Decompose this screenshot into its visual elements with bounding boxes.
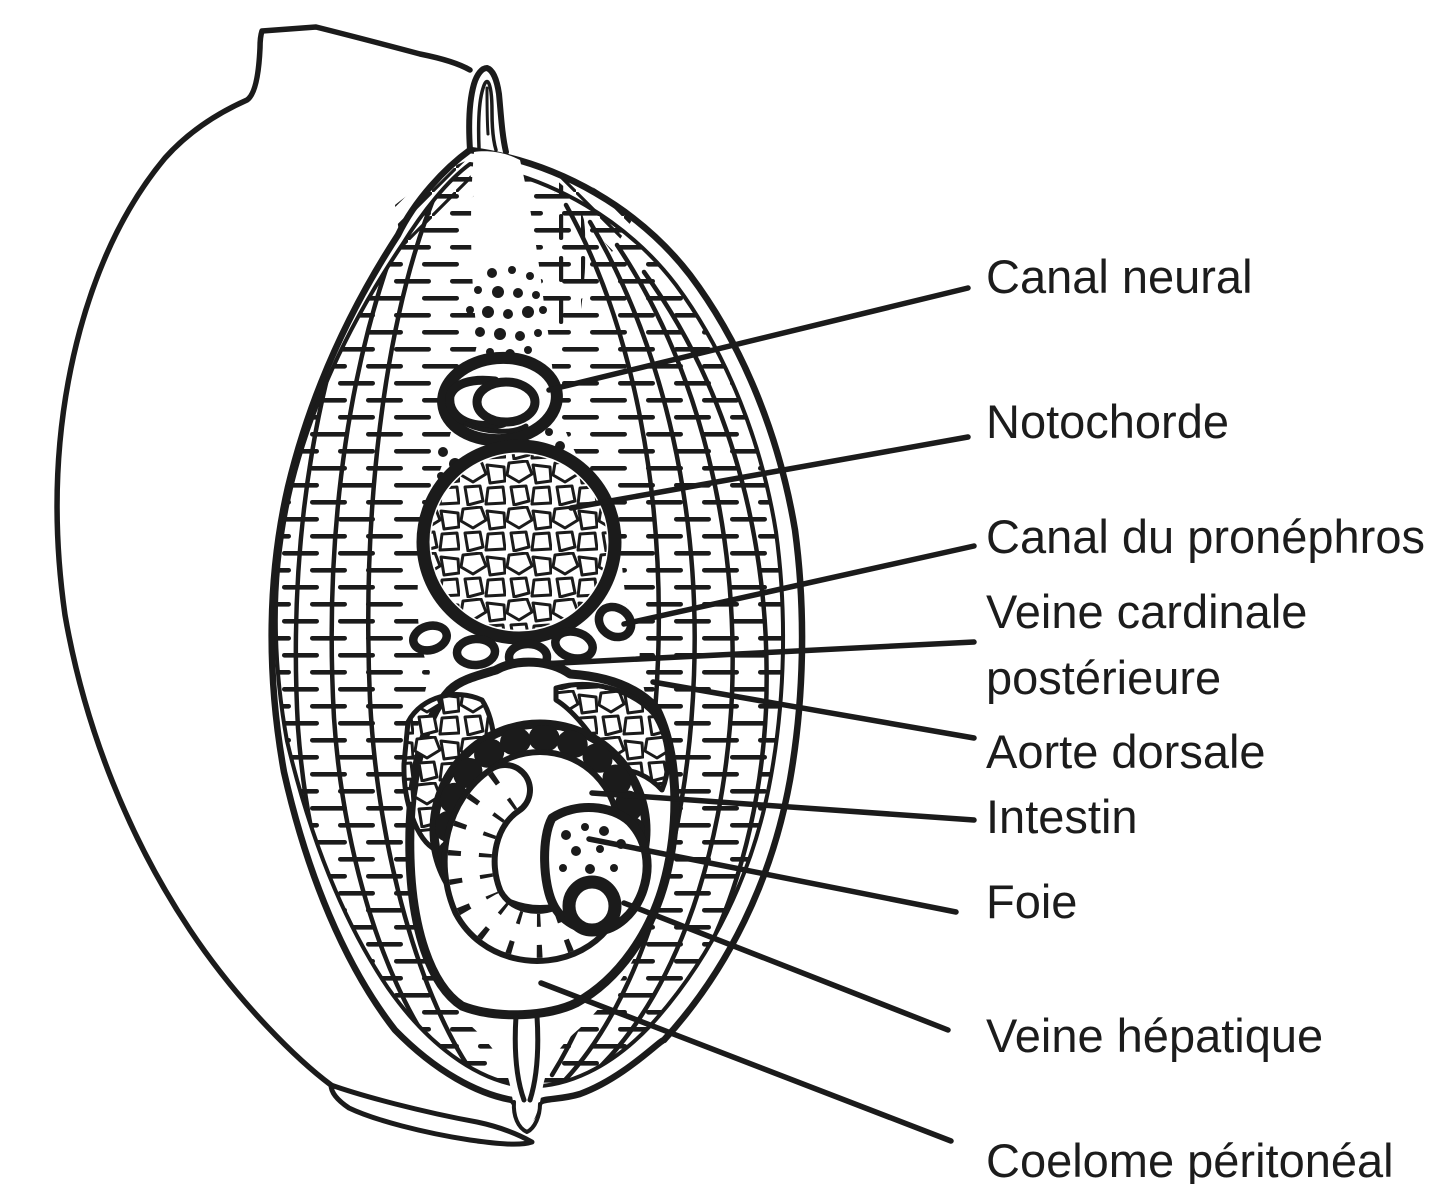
label-aorte-dorsale: Aorte dorsale	[986, 725, 1266, 778]
pronephric-duct-right	[594, 602, 636, 642]
leader-aorte-dorsale	[650, 679, 977, 741]
ventral-fin-fold	[511, 1100, 542, 1134]
label-veine-hepatique: Veine hépatique	[986, 1009, 1324, 1062]
label-intestin: Intestin	[986, 790, 1138, 843]
label-veine-cardinale-posterieure: Veine cardinale postérieure	[986, 585, 1308, 704]
leader-veine-hepatique	[621, 900, 951, 1033]
liver-dots	[559, 823, 626, 892]
embryo-outer-outline	[54, 24, 535, 1147]
dorsal-fin-fold	[466, 65, 509, 155]
leader-intestin	[589, 790, 977, 823]
label-notochorde: Notochorde	[986, 395, 1229, 448]
leader-veine-cardinale-posterieure	[537, 639, 977, 667]
yolk-tray-outline	[328, 1082, 535, 1147]
gut-structure	[401, 657, 680, 1103]
label-coelome-peritoneal: Coelome péritonéal	[986, 1134, 1394, 1184]
pronephric-duct-left	[409, 621, 451, 655]
cardinal-vein-right	[551, 627, 597, 663]
neural-canal-structure	[437, 351, 563, 447]
cardinal-vein-left	[452, 634, 500, 670]
leader-notochorde	[568, 434, 971, 511]
yolk-outline	[54, 24, 473, 1088]
leader-canal-neural	[546, 285, 971, 393]
leader-canal-du-pronephros	[621, 543, 977, 627]
intestine-structure	[429, 719, 652, 964]
leader-coelome-peritoneal	[538, 980, 954, 1144]
label-canal-du-pronephros: Canal du pronéphros	[986, 510, 1425, 563]
label-canal-neural: Canal neural	[986, 250, 1253, 303]
notochord-structure	[416, 439, 622, 645]
ventral-midline	[512, 1013, 541, 1103]
leader-foie	[586, 836, 959, 915]
leader-lines	[537, 285, 977, 1144]
hepatic-vein-structure	[562, 875, 622, 937]
label-foie: Foie	[986, 875, 1078, 928]
fin-channel-hatching	[395, 160, 632, 330]
